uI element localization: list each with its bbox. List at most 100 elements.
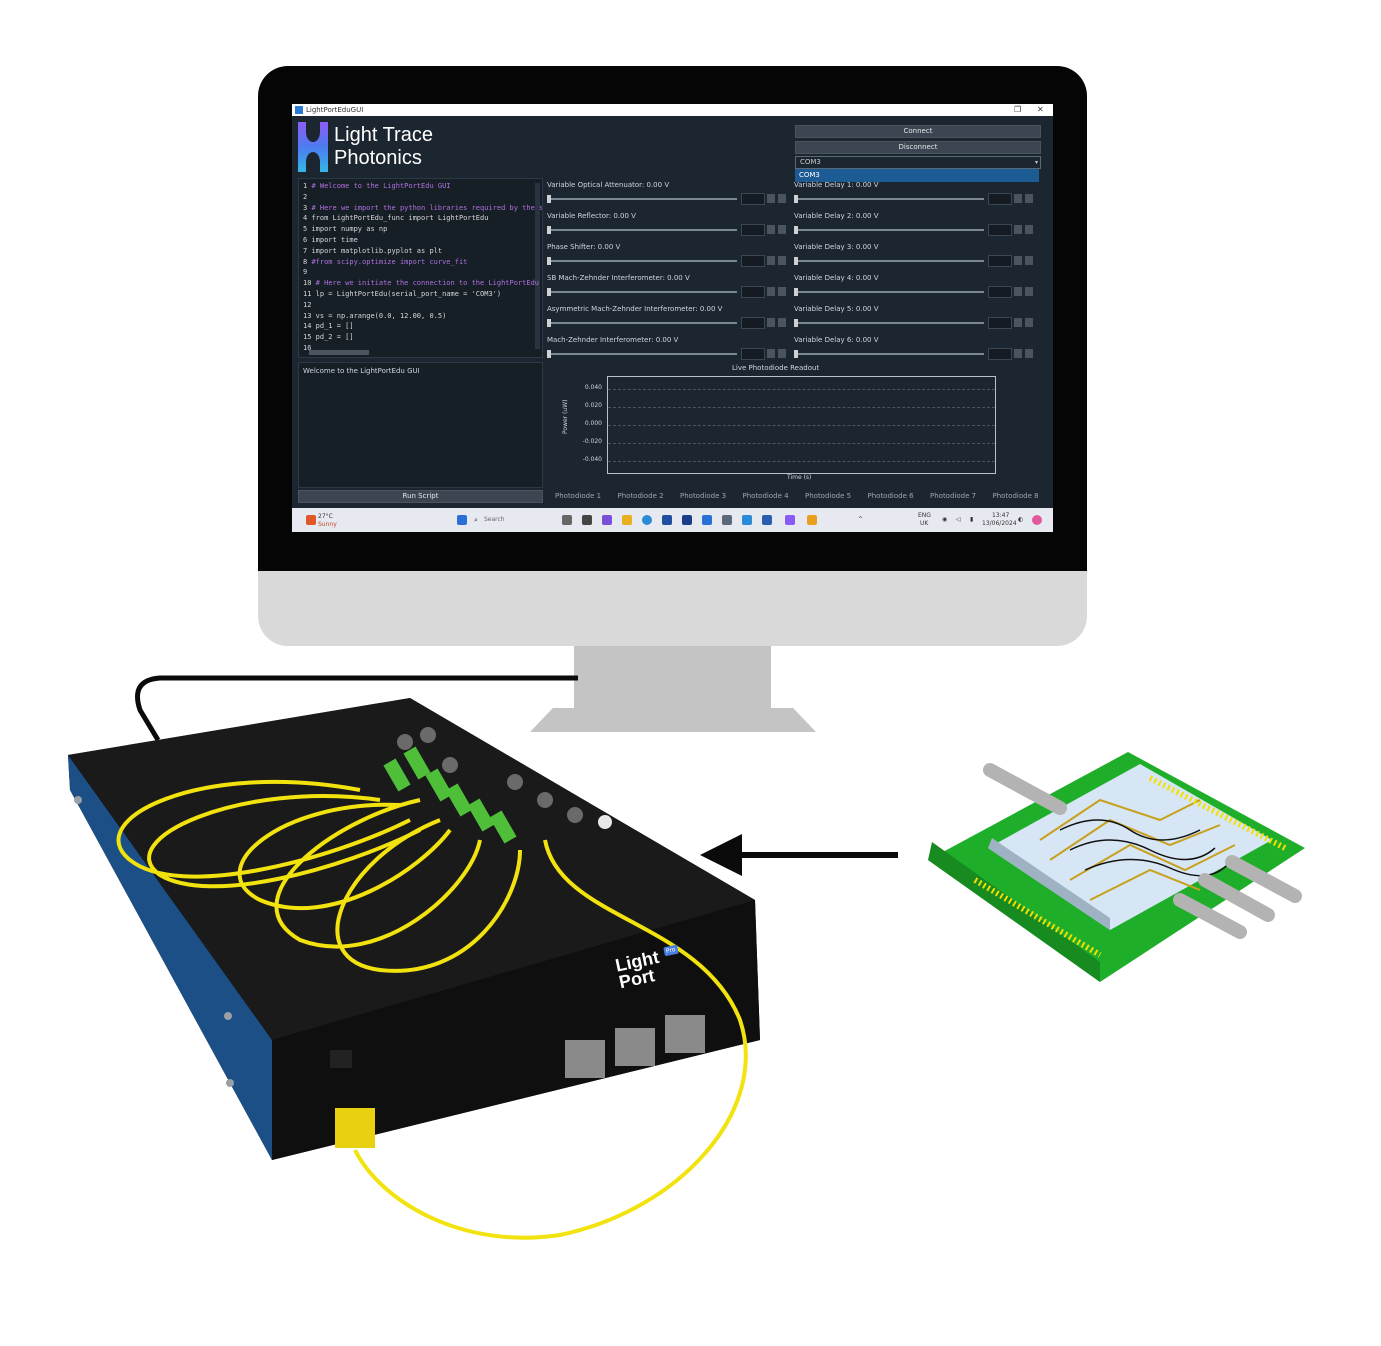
increment-button[interactable] bbox=[778, 287, 786, 296]
increment-button[interactable] bbox=[778, 194, 786, 203]
voltage-spinbox[interactable] bbox=[988, 255, 1012, 267]
volume-icon[interactable]: ◁ bbox=[956, 516, 961, 523]
restore-icon[interactable]: ❐ bbox=[1014, 105, 1022, 114]
slider-handle[interactable] bbox=[547, 226, 551, 234]
start-icon[interactable] bbox=[457, 515, 467, 525]
slider-handle[interactable] bbox=[794, 195, 798, 203]
app-icon[interactable] bbox=[807, 515, 817, 525]
decrement-button[interactable] bbox=[1014, 287, 1022, 296]
app-icon[interactable] bbox=[682, 515, 692, 525]
voltage-slider[interactable] bbox=[547, 260, 737, 262]
decrement-button[interactable] bbox=[767, 287, 775, 296]
slider-handle[interactable] bbox=[794, 257, 798, 265]
increment-button[interactable] bbox=[1025, 349, 1033, 358]
close-icon[interactable]: ✕ bbox=[1037, 105, 1044, 114]
app-icon[interactable] bbox=[702, 515, 712, 525]
voltage-spinbox[interactable] bbox=[988, 224, 1012, 236]
decrement-button[interactable] bbox=[767, 225, 775, 234]
voltage-spinbox[interactable] bbox=[741, 348, 765, 360]
voltage-slider[interactable] bbox=[547, 353, 737, 355]
app-icon[interactable] bbox=[722, 515, 732, 525]
voltage-spinbox[interactable] bbox=[741, 224, 765, 236]
decrement-button[interactable] bbox=[1014, 349, 1022, 358]
tab-photodiode[interactable]: Photodiode 1 bbox=[555, 492, 602, 500]
slider-handle[interactable] bbox=[547, 195, 551, 203]
run-script-button[interactable]: Run Script bbox=[298, 490, 543, 503]
voltage-slider[interactable] bbox=[794, 229, 984, 231]
weather-icon[interactable] bbox=[306, 515, 316, 525]
slider-handle[interactable] bbox=[547, 257, 551, 265]
decrement-button[interactable] bbox=[1014, 256, 1022, 265]
app-icon[interactable] bbox=[762, 515, 772, 525]
voltage-spinbox[interactable] bbox=[741, 255, 765, 267]
wifi-icon[interactable]: ◉ bbox=[942, 516, 948, 523]
decrement-button[interactable] bbox=[1014, 318, 1022, 327]
slider-handle[interactable] bbox=[547, 350, 551, 358]
decrement-button[interactable] bbox=[767, 194, 775, 203]
voltage-slider[interactable] bbox=[794, 353, 984, 355]
voltage-slider[interactable] bbox=[794, 291, 984, 293]
slider-handle[interactable] bbox=[794, 350, 798, 358]
port-option[interactable]: COM3 bbox=[795, 169, 1039, 182]
tab-photodiode[interactable]: Photodiode 5 bbox=[805, 492, 852, 500]
increment-button[interactable] bbox=[778, 349, 786, 358]
vscode-icon[interactable] bbox=[742, 515, 752, 525]
increment-button[interactable] bbox=[1025, 318, 1033, 327]
browser-icon[interactable] bbox=[642, 515, 652, 525]
decrement-button[interactable] bbox=[1014, 225, 1022, 234]
voltage-spinbox[interactable] bbox=[988, 317, 1012, 329]
decrement-button[interactable] bbox=[767, 256, 775, 265]
chevron-up-icon[interactable]: ^ bbox=[858, 516, 864, 523]
editor-horizontal-scrollbar[interactable] bbox=[309, 350, 369, 355]
decrement-button[interactable] bbox=[767, 349, 775, 358]
voltage-slider[interactable] bbox=[794, 198, 984, 200]
tab-photodiode[interactable]: Photodiode 7 bbox=[930, 492, 977, 500]
voltage-slider[interactable] bbox=[547, 322, 737, 324]
folder-icon[interactable] bbox=[622, 515, 632, 525]
search-icon[interactable]: ⌕ bbox=[474, 516, 478, 524]
app-icon[interactable] bbox=[662, 515, 672, 525]
increment-button[interactable] bbox=[1025, 256, 1033, 265]
tab-photodiode[interactable]: Photodiode 6 bbox=[867, 492, 914, 500]
voltage-slider[interactable] bbox=[794, 322, 984, 324]
slider-handle[interactable] bbox=[794, 226, 798, 234]
copilot-icon[interactable] bbox=[1032, 515, 1042, 525]
decrement-button[interactable] bbox=[1014, 194, 1022, 203]
slider-handle[interactable] bbox=[547, 288, 551, 296]
port-select[interactable]: COM3 ▾ bbox=[795, 156, 1041, 169]
decrement-button[interactable] bbox=[767, 318, 775, 327]
connect-button[interactable]: Connect bbox=[795, 125, 1041, 138]
voltage-slider[interactable] bbox=[547, 198, 737, 200]
battery-icon[interactable]: ▮ bbox=[970, 516, 974, 523]
editor-vertical-scrollbar[interactable] bbox=[535, 183, 540, 349]
voltage-slider[interactable] bbox=[547, 229, 737, 231]
voltage-spinbox[interactable] bbox=[741, 317, 765, 329]
disconnect-button[interactable]: Disconnect bbox=[795, 141, 1041, 154]
increment-button[interactable] bbox=[1025, 194, 1033, 203]
voltage-spinbox[interactable] bbox=[988, 286, 1012, 298]
voltage-slider[interactable] bbox=[794, 260, 984, 262]
slider-handle[interactable] bbox=[794, 319, 798, 327]
voltage-spinbox[interactable] bbox=[741, 193, 765, 205]
app-icon[interactable] bbox=[582, 515, 592, 525]
notification-icon[interactable]: ◐ bbox=[1018, 516, 1024, 523]
voltage-spinbox[interactable] bbox=[988, 193, 1012, 205]
tab-photodiode[interactable]: Photodiode 4 bbox=[742, 492, 789, 500]
voltage-slider[interactable] bbox=[547, 291, 737, 293]
app-icon[interactable] bbox=[785, 515, 795, 525]
search-input[interactable]: Search bbox=[484, 516, 505, 523]
increment-button[interactable] bbox=[1025, 287, 1033, 296]
increment-button[interactable] bbox=[778, 318, 786, 327]
slider-handle[interactable] bbox=[547, 319, 551, 327]
app-icon[interactable] bbox=[602, 515, 612, 525]
increment-button[interactable] bbox=[778, 225, 786, 234]
task-view-icon[interactable] bbox=[562, 515, 572, 525]
tab-photodiode[interactable]: Photodiode 8 bbox=[992, 492, 1039, 500]
increment-button[interactable] bbox=[778, 256, 786, 265]
tab-photodiode[interactable]: Photodiode 2 bbox=[617, 492, 664, 500]
voltage-spinbox[interactable] bbox=[741, 286, 765, 298]
tab-photodiode[interactable]: Photodiode 3 bbox=[680, 492, 727, 500]
increment-button[interactable] bbox=[1025, 225, 1033, 234]
slider-handle[interactable] bbox=[794, 288, 798, 296]
